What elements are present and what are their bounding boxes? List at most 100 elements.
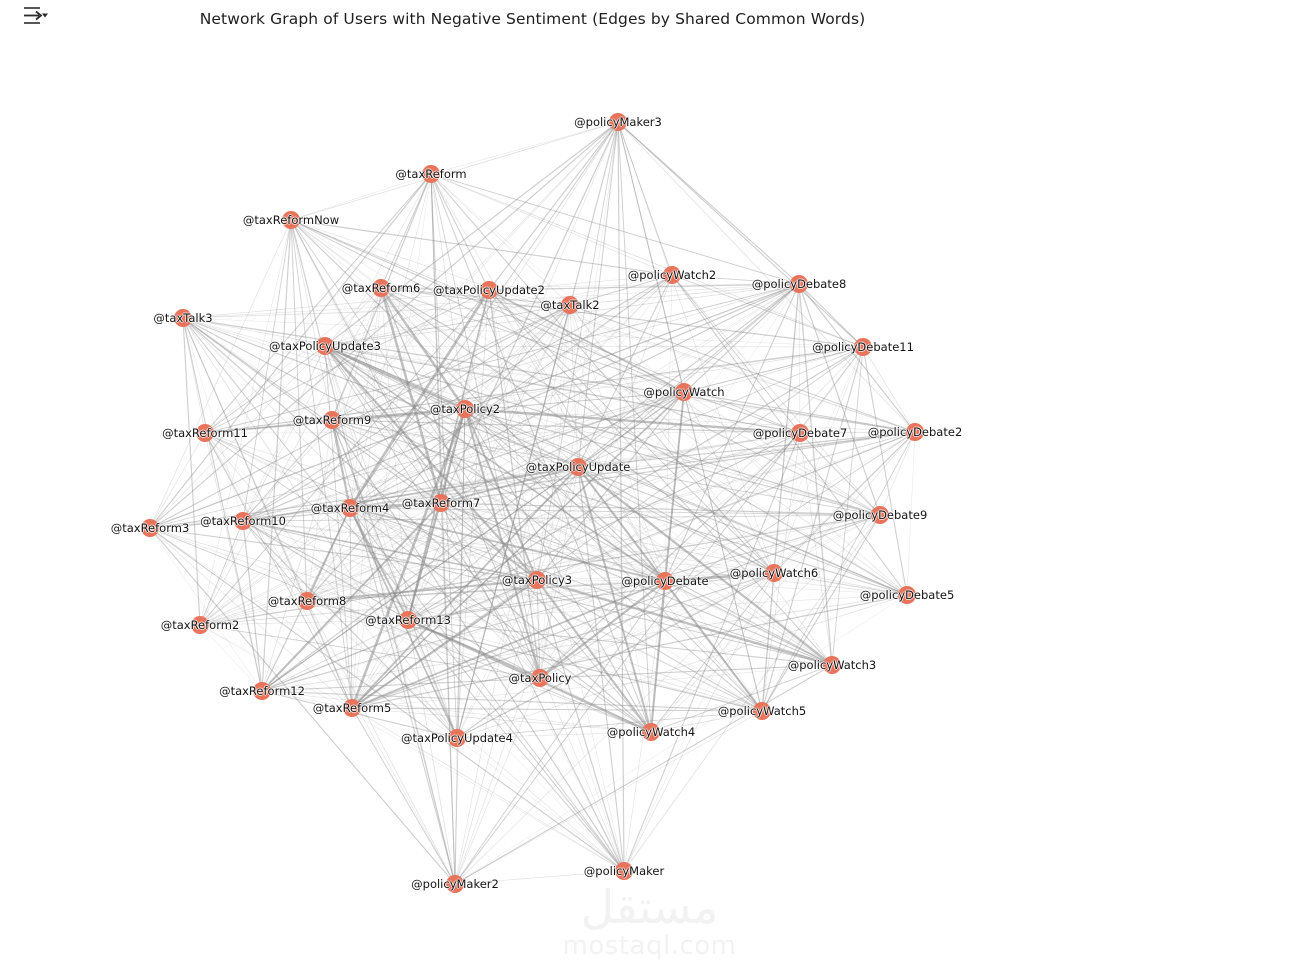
graph-edge — [569, 304, 908, 596]
graph-edge — [331, 419, 625, 872]
graph-edge — [182, 317, 833, 666]
graph-node[interactable] — [615, 862, 633, 880]
graph-edge — [617, 121, 652, 733]
graph-edge — [430, 173, 666, 582]
graph-edge — [577, 466, 763, 712]
graph-edge — [182, 317, 916, 433]
graph-edge — [149, 527, 652, 733]
graph-edge — [664, 431, 916, 582]
graph-node[interactable] — [432, 494, 450, 512]
toolbar — [0, 0, 70, 32]
graph-edge — [798, 283, 801, 434]
graph-node[interactable] — [446, 875, 464, 893]
graph-edge — [488, 289, 538, 581]
graph-edge — [454, 710, 763, 885]
graph-edge — [149, 173, 432, 529]
graph-edge — [331, 346, 864, 421]
graph-node[interactable] — [448, 729, 466, 747]
graph-node[interactable] — [341, 499, 359, 517]
graph-node[interactable] — [790, 275, 808, 293]
graph-edge — [242, 520, 409, 621]
graph-edge — [204, 287, 382, 434]
graph-edge — [242, 520, 308, 602]
graph-node[interactable] — [422, 165, 440, 183]
graph-node[interactable] — [609, 113, 627, 131]
graph-node[interactable] — [298, 592, 316, 610]
graph-edge — [351, 514, 881, 709]
graph-edge — [331, 283, 800, 421]
graph-edge — [464, 408, 652, 733]
graph-node[interactable] — [898, 586, 916, 604]
graph-node[interactable] — [906, 423, 924, 441]
graph-edge — [454, 304, 571, 885]
graph-node[interactable] — [174, 309, 192, 327]
graph-node[interactable] — [282, 211, 300, 229]
graph-node[interactable] — [323, 411, 341, 429]
graph-edge — [149, 432, 801, 529]
graph-edge — [204, 432, 353, 709]
graph-edge — [199, 619, 409, 626]
graph-edge — [488, 289, 571, 306]
graph-node[interactable] — [765, 564, 783, 582]
graph-edge — [242, 520, 833, 666]
graph-node[interactable] — [569, 458, 587, 476]
graph-node[interactable] — [753, 702, 771, 720]
graph-edge — [182, 317, 206, 434]
graph-edge — [798, 283, 864, 348]
graph-edge — [430, 121, 619, 175]
graph-edge — [380, 287, 908, 596]
graph-node[interactable] — [675, 383, 693, 401]
graph-edge — [617, 121, 916, 433]
graph-node[interactable] — [823, 656, 841, 674]
graph-node[interactable] — [871, 506, 889, 524]
graph-node[interactable] — [191, 616, 209, 634]
graph-edge — [488, 283, 800, 291]
graph-edge — [831, 346, 864, 666]
graph-node[interactable] — [343, 699, 361, 717]
graph-node[interactable] — [196, 424, 214, 442]
graph-edge — [577, 346, 864, 468]
graph-edge — [306, 507, 351, 602]
graph-edge — [454, 594, 908, 885]
graph-edge — [182, 317, 579, 468]
graph-edge — [182, 317, 801, 434]
graph-edge — [199, 289, 490, 626]
graph-edge — [664, 580, 833, 666]
graph-node[interactable] — [531, 669, 549, 687]
graph-edge — [380, 287, 571, 306]
graph-edge — [683, 391, 881, 516]
graph-edge — [577, 466, 652, 733]
graph-node[interactable] — [399, 611, 417, 629]
graph-edge — [879, 431, 916, 516]
graph-edge — [182, 317, 442, 504]
graph-edge — [149, 527, 409, 621]
graph-node[interactable] — [528, 571, 546, 589]
graph-node[interactable] — [561, 296, 579, 314]
graph-edge — [862, 346, 916, 433]
graph-edge — [464, 408, 625, 872]
graph-node[interactable] — [141, 519, 159, 537]
graph-node[interactable] — [854, 338, 872, 356]
graph-node[interactable] — [791, 424, 809, 442]
graph-node[interactable] — [480, 281, 498, 299]
graph-edge — [569, 304, 666, 582]
graph-node[interactable] — [456, 400, 474, 418]
graph-node[interactable] — [253, 682, 271, 700]
graph-edge — [306, 600, 456, 885]
graph-edge — [456, 121, 619, 739]
graph-edge — [577, 466, 908, 596]
graph-edge — [324, 345, 833, 666]
graph-edge — [761, 572, 775, 712]
graph-node[interactable] — [642, 723, 660, 741]
graph-edge — [650, 572, 775, 733]
export-sort-icon[interactable] — [20, 3, 50, 29]
graph-edge — [650, 431, 916, 733]
graph-edge — [149, 527, 538, 581]
graph-node[interactable] — [316, 337, 334, 355]
graph-node[interactable] — [372, 279, 390, 297]
graph-edge — [149, 346, 864, 529]
graph-node[interactable] — [656, 572, 674, 590]
graph-node[interactable] — [234, 512, 252, 530]
graph-node[interactable] — [663, 266, 681, 284]
graph-edge — [799, 431, 916, 434]
